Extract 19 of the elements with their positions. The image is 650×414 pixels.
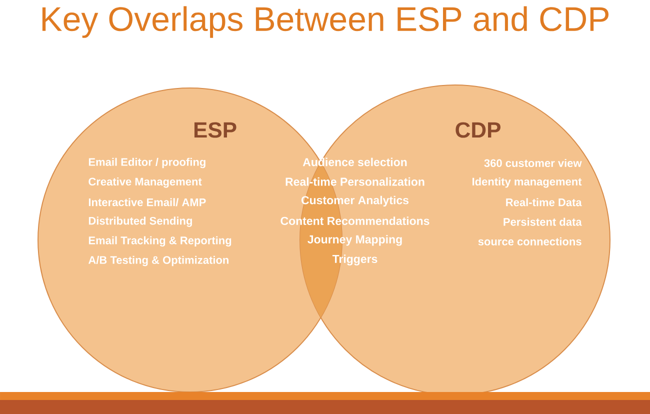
overlap-item: Triggers [332,254,378,266]
title: Key Overlaps Between ESP and CDP [42,6,608,38]
overlap-item: Content Recommendations [280,216,430,225]
list-item: A/B Testing & Optimization [88,256,228,266]
list-item: Identity management [472,177,582,188]
list-item: Real-time Data [506,198,582,206]
list-item: source connections [478,237,582,246]
circle-heading: CDP [456,122,500,138]
list-item: Interactive Email/ AMP [88,198,206,206]
overlap-item: Customer Analytics [301,196,409,207]
list-item: 360 customer view [484,158,582,168]
list-item: Email Tracking & Reporting [88,236,232,247]
list-item: Persistent data [504,218,582,226]
list-item: Creative Management [88,177,202,188]
list-item: Email Editor / proofing [88,158,206,168]
overlap-item: Journey Mapping [308,235,402,246]
overlap-item: Real-time Personalization [286,177,424,186]
circle-heading: ESP [194,122,236,138]
list-item: Distributed Sending [88,216,192,227]
